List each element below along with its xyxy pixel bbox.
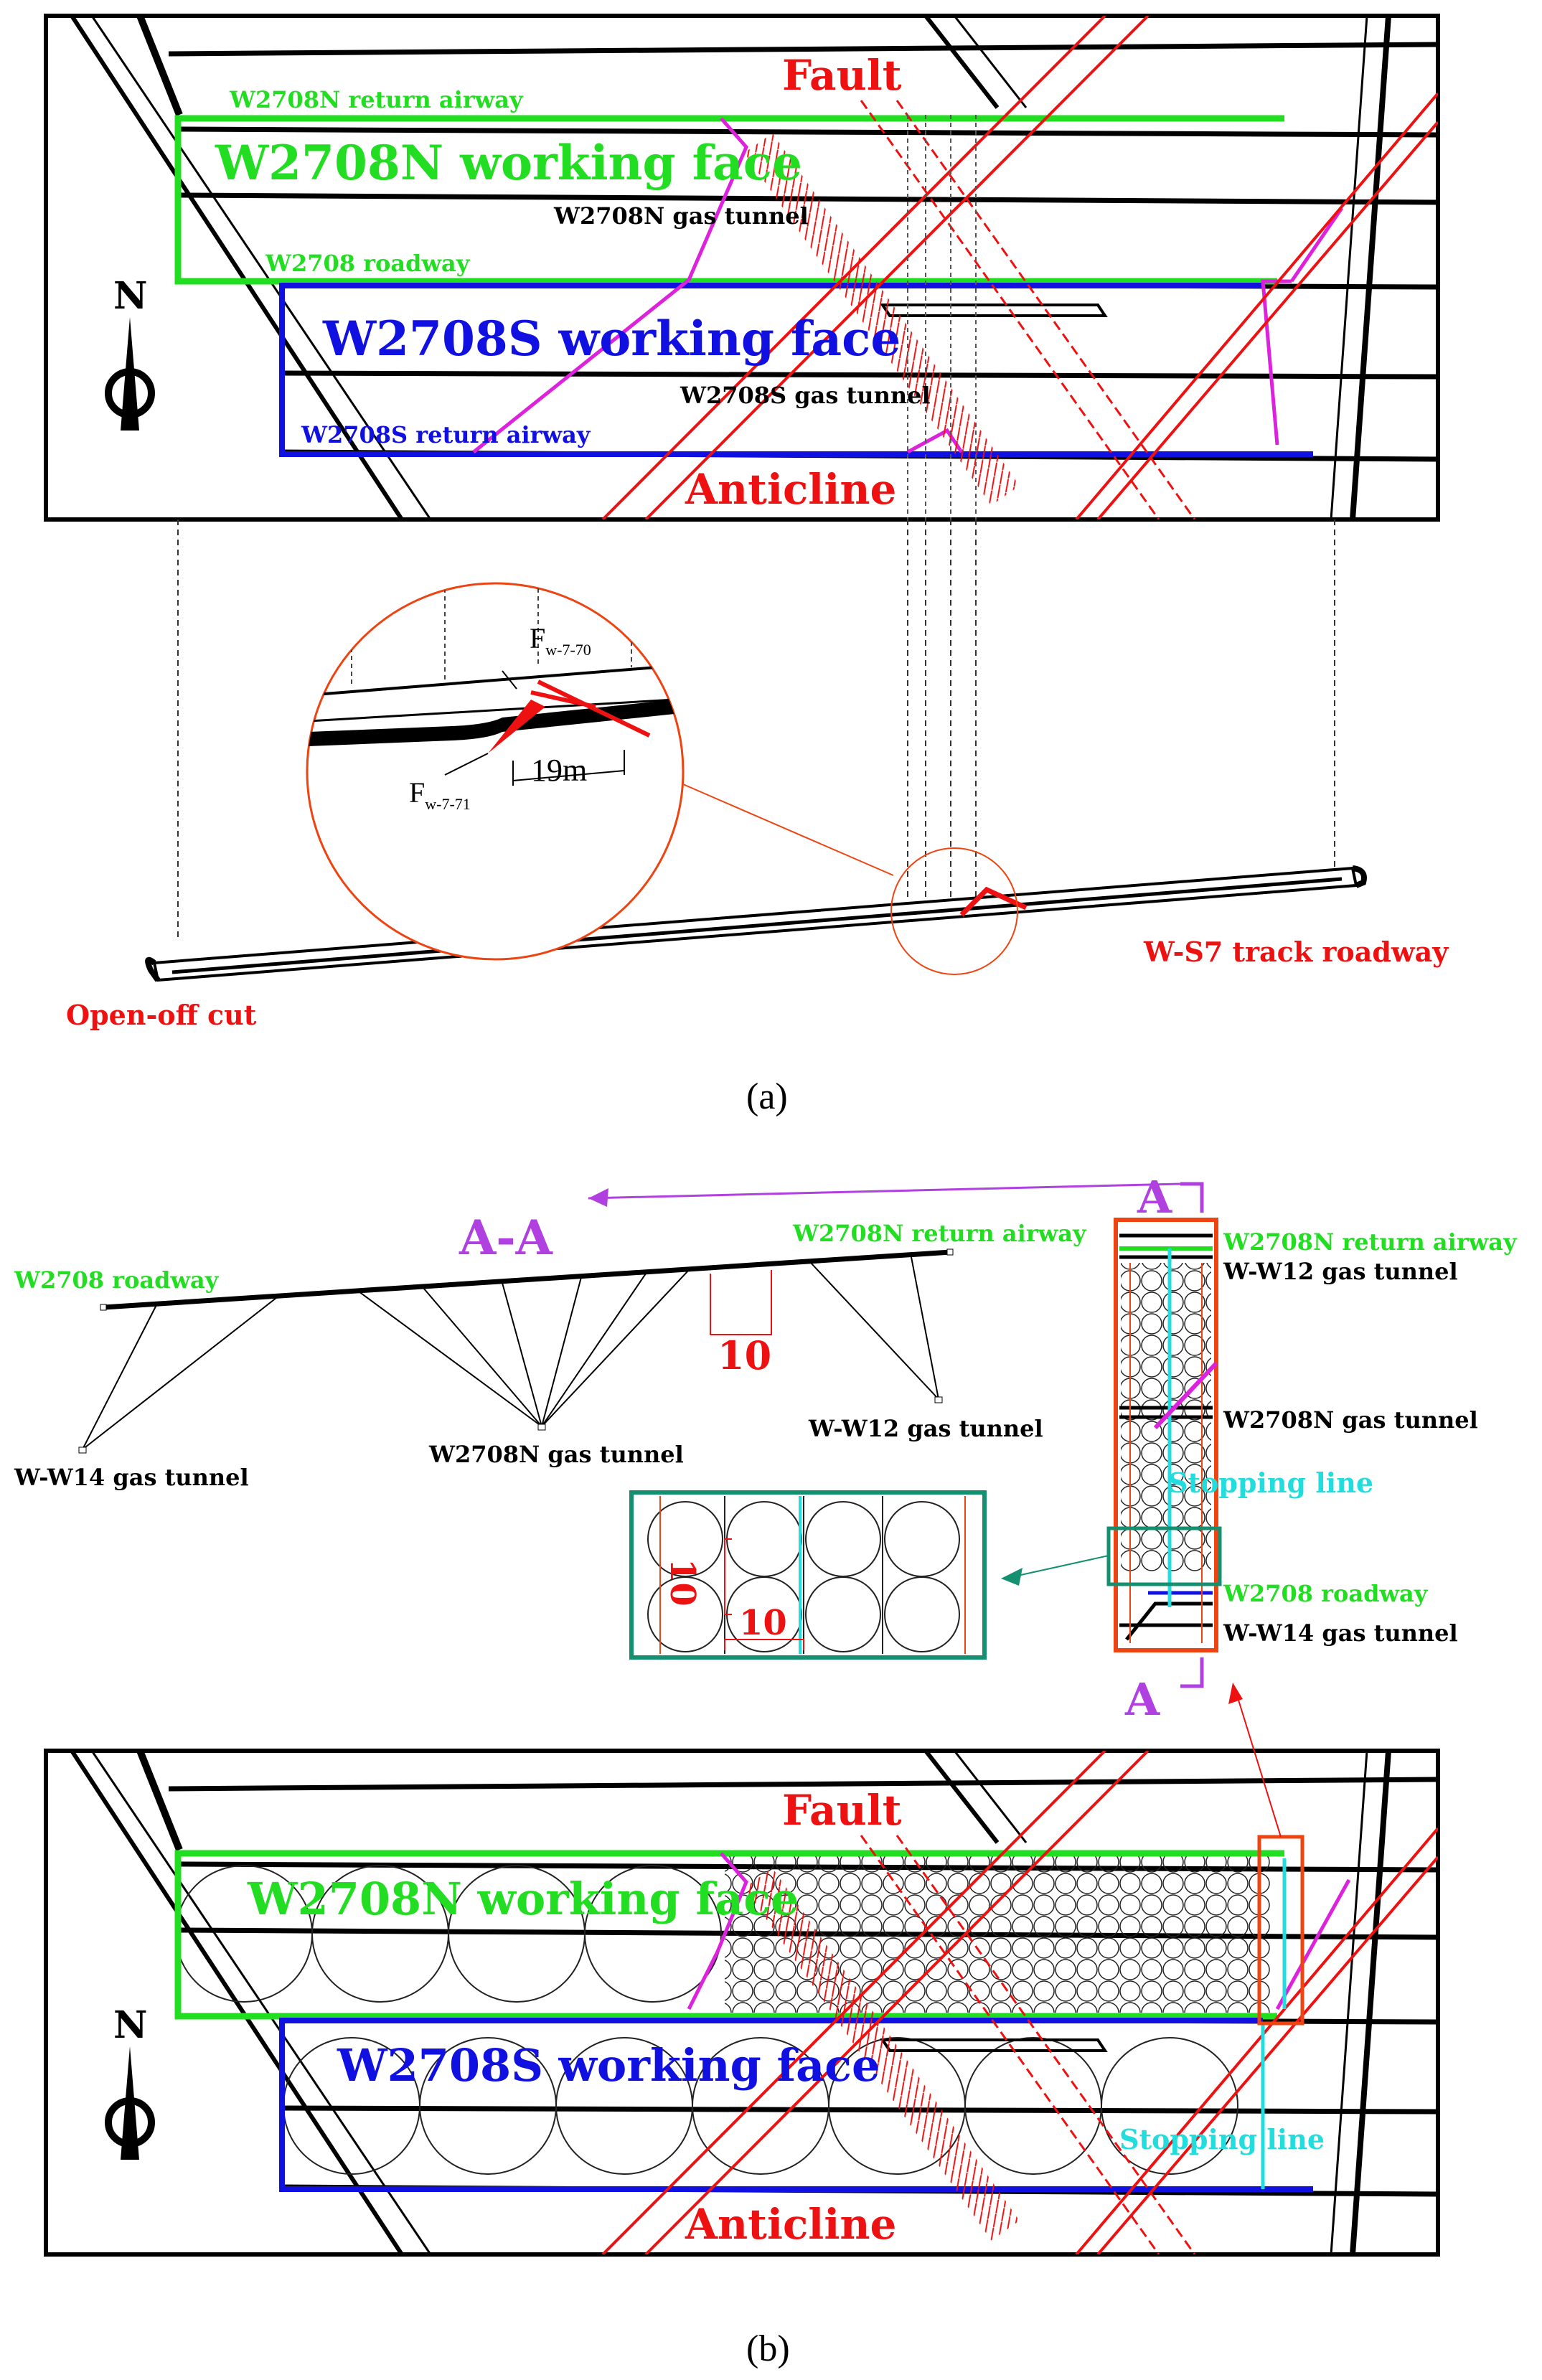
column-marker-top: A bbox=[1137, 1171, 1172, 1223]
panel-a-border bbox=[44, 14, 1440, 522]
open-off-cut-label: Open-off cut bbox=[66, 999, 257, 1031]
drainage-circles-south bbox=[283, 2037, 1238, 2175]
north-arrow-icon: N bbox=[105, 274, 155, 431]
panel-b-plan: Fault W2708N working face W2708S working… bbox=[44, 1683, 1440, 2257]
zoom-horizontal-spacing: 10 bbox=[739, 1603, 787, 1643]
section-seam-line bbox=[103, 1249, 951, 1310]
section-spacing-label: 10 bbox=[718, 1332, 771, 1378]
detail-distance-label: 19m bbox=[531, 753, 587, 788]
column-roadway-label: W2708 roadway bbox=[1223, 1580, 1429, 1607]
panel-a-section: Fw-7-70 Fw-7-71 19m Open-off cut W-S7 tr… bbox=[66, 519, 1449, 1031]
w2708n-gas-tunnel-label: W2708N gas tunnel bbox=[553, 202, 809, 230]
plan-fault-label: Fault bbox=[782, 1786, 902, 1835]
column-return-airway-label: W2708N return airway bbox=[1223, 1228, 1518, 1256]
column-stopping-line-label: Stopping line bbox=[1168, 1467, 1373, 1499]
fault-lines bbox=[601, 16, 1438, 519]
column-w14-label: W-W14 gas tunnel bbox=[1223, 1619, 1458, 1647]
w2708s-working-face-label: W2708S working face bbox=[322, 311, 901, 367]
w2708-roadway-label: W2708 roadway bbox=[265, 250, 471, 277]
gas-tunnel-frame bbox=[880, 304, 1108, 317]
column-marker-bottom: A bbox=[1124, 1673, 1160, 1726]
plan-s-working-face-label: W2708S working face bbox=[337, 2039, 880, 2092]
w2708s-return-airway-label: W2708S return airway bbox=[301, 421, 591, 448]
w2708s-gas-tunnel-label: W2708S gas tunnel bbox=[680, 382, 931, 409]
section-w12-label: W-W12 gas tunnel bbox=[808, 1415, 1043, 1442]
caption-b: (b) bbox=[746, 2328, 790, 2369]
zoom-detail-box: 10 10 bbox=[629, 1490, 1109, 1660]
fault-hatch-band bbox=[744, 133, 1020, 506]
detail-circle bbox=[306, 582, 685, 961]
section-roadway-label: W2708 roadway bbox=[14, 1266, 220, 1294]
w2708n-working-face-label: W2708N working face bbox=[215, 135, 802, 191]
track-roadway-label: W-S7 track roadway bbox=[1143, 936, 1449, 968]
panel-b-border bbox=[44, 1749, 1440, 2257]
anticline-label: Anticline bbox=[685, 465, 896, 514]
zoom-vertical-spacing: 10 bbox=[662, 1558, 702, 1607]
section-gas-tunnel-label: W2708N gas tunnel bbox=[428, 1441, 684, 1468]
w2708n-return-airway-label: W2708N return airway bbox=[229, 86, 524, 113]
fault-label: Fault bbox=[782, 51, 902, 100]
svg-text:N: N bbox=[113, 2003, 148, 2047]
section-title: A-A bbox=[459, 1210, 553, 1266]
column-gas-tunnel-label: W2708N gas tunnel bbox=[1223, 1406, 1478, 1434]
section-w14-label: W-W14 gas tunnel bbox=[14, 1464, 249, 1491]
section-a-a: A-A 10 W2708 roadway W2708N return airwa… bbox=[14, 1182, 1181, 1491]
plan-anticline-label: Anticline bbox=[685, 2200, 896, 2249]
mine-boundary-left bbox=[70, 16, 404, 519]
svg-text:N: N bbox=[113, 274, 148, 318]
projection-lines bbox=[907, 115, 977, 519]
mine-boundary-right bbox=[1350, 16, 1391, 519]
plan-stopping-line-label: Stopping line bbox=[1119, 2123, 1325, 2155]
caption-a: (a) bbox=[746, 1076, 788, 1117]
column-w12-label: W-W12 gas tunnel bbox=[1223, 1258, 1458, 1285]
fault-70-label: Fw-7-70 bbox=[530, 622, 591, 659]
fault-71-label: Fw-7-71 bbox=[409, 776, 471, 813]
drainage-column: A A W2708N return airway W-W12 gas tunne… bbox=[1106, 1171, 1518, 1726]
stopping-line bbox=[1261, 1858, 1287, 2189]
plan-n-working-face-label: W2708N working face bbox=[247, 1873, 799, 1925]
zoom-box-frame bbox=[629, 1490, 987, 1660]
section-return-airway-label: W2708N return airway bbox=[792, 1220, 1087, 1247]
panel-a-plan: Fault W2708N return airway W2708N workin… bbox=[44, 14, 1440, 522]
detail-locator-circle bbox=[890, 847, 1018, 975]
w2708s-face-boundary bbox=[279, 283, 1313, 457]
north-arrow-icon-b: N bbox=[105, 2003, 155, 2160]
w2708n-face-boundary bbox=[174, 115, 1284, 285]
